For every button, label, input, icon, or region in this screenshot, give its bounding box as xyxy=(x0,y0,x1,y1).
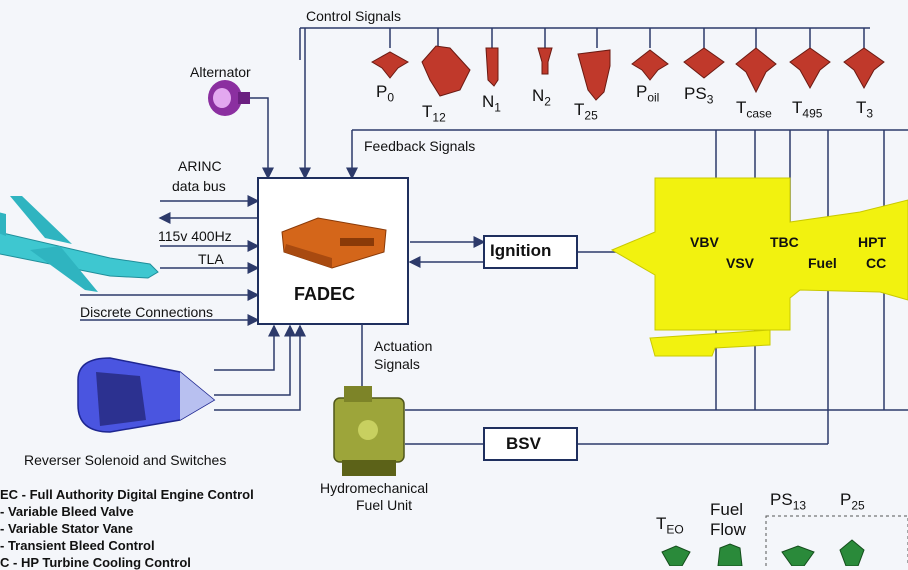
poil-sensor-icon xyxy=(631,49,669,81)
sensor-label-n2: N2 xyxy=(532,86,551,109)
fuel-label: Fuel xyxy=(808,255,837,271)
ignition-label: Ignition xyxy=(490,241,552,260)
sensor-label-t25: T25 xyxy=(574,100,598,123)
hydromechanical-fuel-unit-icon xyxy=(333,386,405,476)
fuel-flow-label-2: Flow xyxy=(710,520,746,539)
feedback-signals-label: Feedback Signals xyxy=(364,138,476,154)
teo-label: TEO xyxy=(656,514,684,537)
sensor-label-ps3: PS3 xyxy=(684,84,714,107)
airplane-icon xyxy=(0,196,159,292)
t12-sensor-icon xyxy=(421,45,471,97)
n2-sensor-icon xyxy=(537,47,553,75)
bsv-label: BSV xyxy=(506,434,541,453)
p25-sensor-icon xyxy=(839,539,865,566)
actuation-label-1: Actuation xyxy=(374,338,433,354)
legend-item: - Transient Bleed Control xyxy=(0,538,155,553)
engine-core xyxy=(610,177,908,357)
p25-label: P25 xyxy=(840,490,865,513)
ps13-sensor-icon xyxy=(781,545,815,566)
sensor-label-n1: N1 xyxy=(482,92,501,115)
tcase-sensor-icon xyxy=(735,47,777,94)
hpt-label: HPT xyxy=(858,234,886,250)
tbc-label: TBC xyxy=(770,234,799,250)
t495-sensor-icon xyxy=(789,47,831,90)
sensor-label-poil: Poil xyxy=(636,82,660,105)
teo-sensor-icon xyxy=(661,545,691,566)
legend-item: EC - Full Authority Digital Engine Contr… xyxy=(0,487,254,502)
actuation-label-2: Signals xyxy=(374,356,420,372)
t25-sensor-icon xyxy=(577,49,611,101)
hmu-label-2: Fuel Unit xyxy=(356,497,413,513)
fadec-unit-icon xyxy=(281,217,387,269)
vsv-label: VSV xyxy=(726,255,755,271)
control-signals-bus xyxy=(299,27,870,180)
sensor-label-t3: T3 xyxy=(856,98,874,121)
tla-label: TLA xyxy=(198,251,224,267)
sensor-label-p0: P0 xyxy=(376,82,395,105)
data-bus-label: data bus xyxy=(172,178,226,194)
bsv-box xyxy=(483,427,578,461)
ps13-label: PS13 xyxy=(770,490,807,513)
alternator-label: Alternator xyxy=(190,64,251,80)
n1-sensor-icon xyxy=(485,47,499,87)
fadec-label: FADEC xyxy=(294,284,356,304)
control-signals-label: Control Signals xyxy=(306,8,401,24)
arinc-label: ARINC xyxy=(178,158,222,174)
reverser-label: Reverser Solenoid and Switches xyxy=(24,452,227,468)
p0-sensor-icon xyxy=(371,51,409,79)
power-label: 115v 400Hz xyxy=(158,228,232,244)
legend-item: - Variable Stator Vane xyxy=(0,521,133,536)
sensor-label-tcase: Tcase xyxy=(736,98,772,121)
ps3-sensor-icon xyxy=(683,47,725,79)
sensor-label-t495: T495 xyxy=(792,98,823,121)
fuel-flow-sensor-icon xyxy=(717,543,743,566)
alternator-icon xyxy=(208,80,250,116)
ignition-box xyxy=(483,235,578,269)
fuel-flow-label-1: Fuel xyxy=(710,500,744,519)
sensor-label-t12: T12 xyxy=(422,102,446,125)
vbv-label: VBV xyxy=(690,234,719,250)
cc-label: CC xyxy=(866,255,887,271)
legend-item: C - HP Turbine Cooling Control xyxy=(0,555,191,570)
t3-sensor-icon xyxy=(843,47,885,90)
hmu-label-1: Hydromechanical xyxy=(320,480,429,496)
reverser-icon xyxy=(77,357,216,433)
legend-item: - Variable Bleed Valve xyxy=(0,504,134,519)
discrete-connections-label: Discrete Connections xyxy=(80,304,214,320)
